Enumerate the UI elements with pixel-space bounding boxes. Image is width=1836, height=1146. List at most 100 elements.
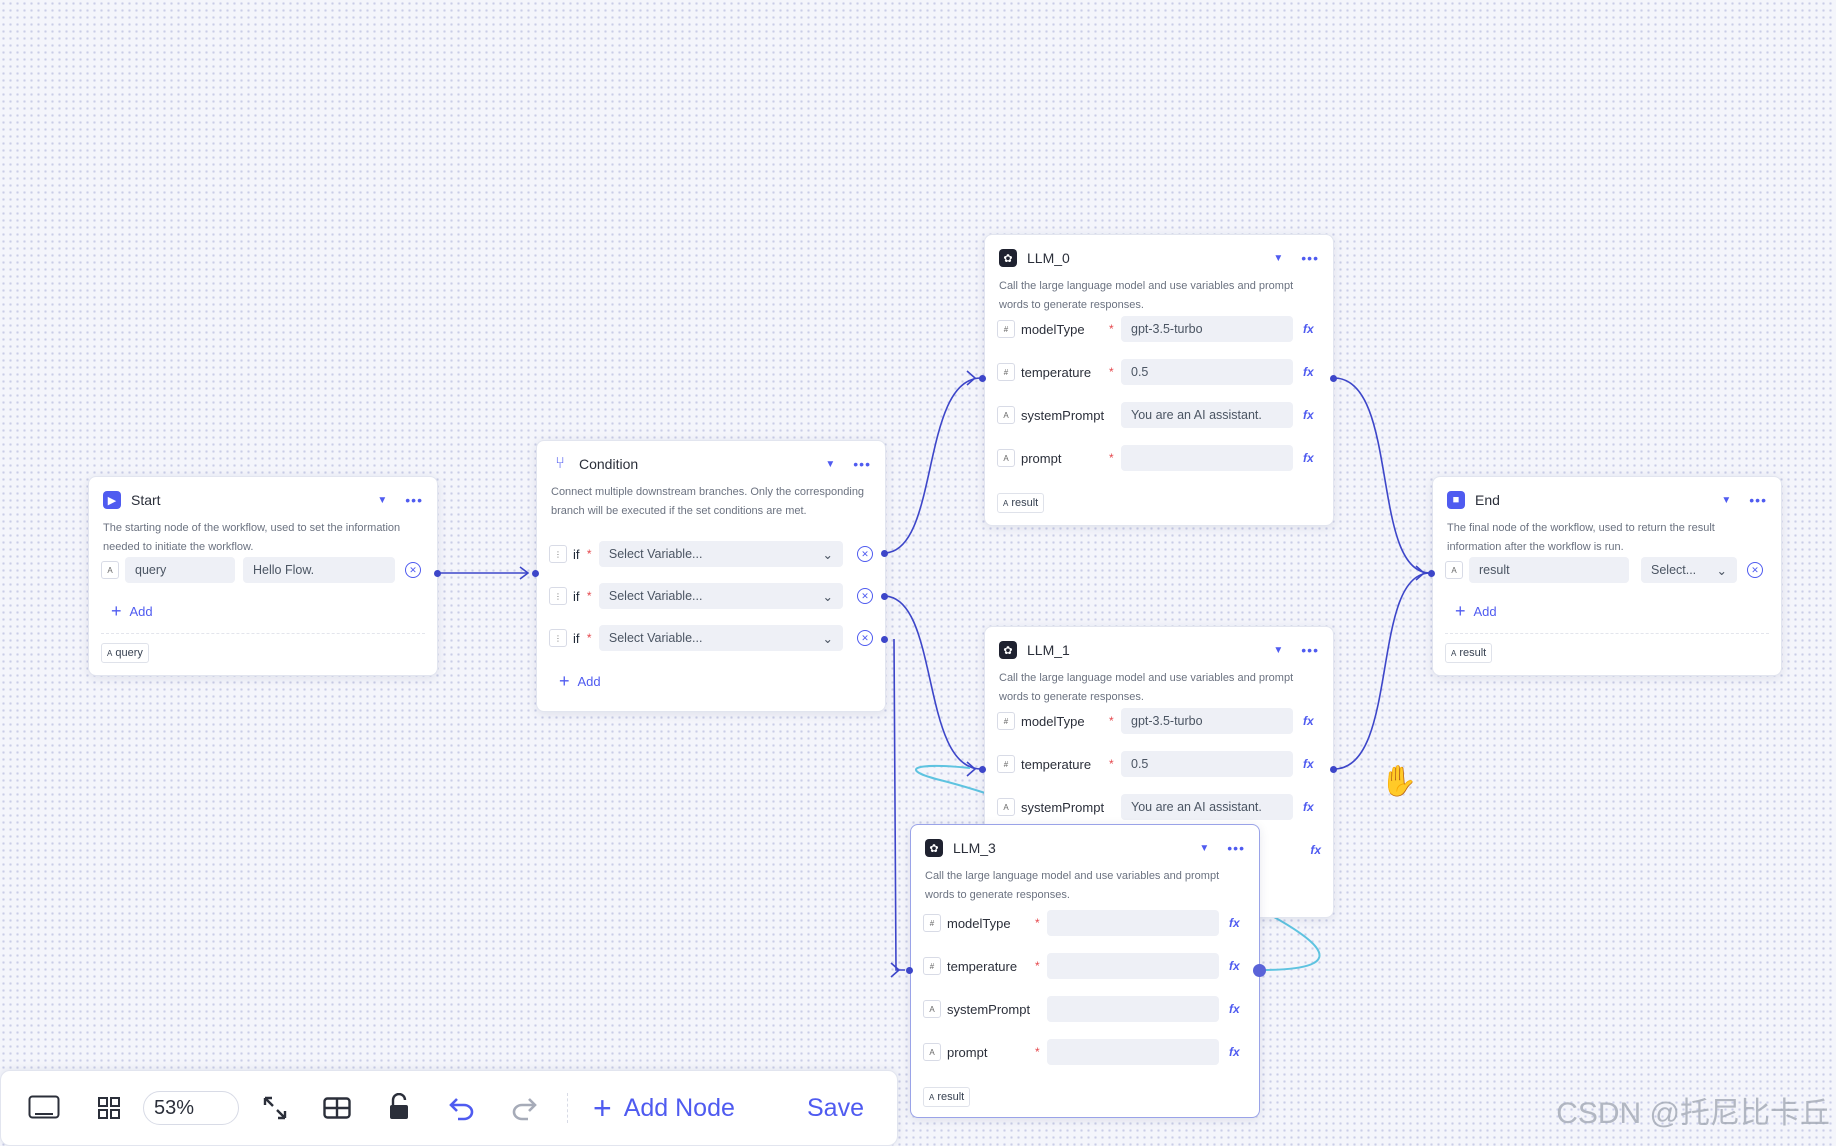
variable-value-input[interactable]: Hello Flow.	[243, 557, 395, 583]
system-prompt-input[interactable]	[1047, 996, 1219, 1022]
model-type-input[interactable]	[1047, 910, 1219, 936]
condition-branch-0-handle[interactable]	[881, 550, 888, 557]
collapse-icon[interactable]: ▼	[377, 494, 388, 506]
llm0-input-handle[interactable]	[979, 375, 986, 382]
node-title: LLM_3	[953, 840, 996, 856]
zoom-input[interactable]: 53%	[143, 1091, 239, 1125]
text-type-icon: A	[1445, 561, 1463, 579]
output-tag-label: result	[1459, 647, 1487, 659]
llm0-output-handle[interactable]	[1330, 375, 1337, 382]
openai-icon: ✿	[999, 249, 1017, 267]
end-node[interactable]: ■ End ▼ ••• The final node of the workfl…	[1432, 476, 1782, 676]
temperature-input[interactable]	[1047, 953, 1219, 979]
add-node-button[interactable]: + Add Node	[593, 1089, 735, 1127]
function-icon[interactable]: fx	[1303, 322, 1314, 336]
collapse-icon[interactable]: ▼	[1721, 494, 1732, 506]
node-title: End	[1475, 492, 1500, 508]
function-icon[interactable]: fx	[1229, 1002, 1240, 1016]
text-type-icon: A	[997, 406, 1015, 424]
remove-icon[interactable]: ✕	[405, 562, 421, 578]
function-icon[interactable]: fx	[1229, 916, 1240, 930]
drag-handle-icon[interactable]: ⋮	[549, 545, 567, 563]
more-icon[interactable]: •••	[1749, 492, 1767, 508]
remove-icon[interactable]: ✕	[1747, 562, 1763, 578]
more-icon[interactable]: •••	[1227, 840, 1245, 856]
function-icon[interactable]: fx	[1303, 408, 1314, 422]
more-icon[interactable]: •••	[1301, 250, 1319, 266]
remove-icon[interactable]: ✕	[857, 588, 873, 604]
start-node[interactable]: ▶ Start ▼ ••• The starting node of the w…	[88, 476, 438, 676]
select-variable-dropdown[interactable]: Select Variable... ⌄	[598, 583, 843, 609]
fit-view-button[interactable]	[259, 1093, 291, 1123]
required-mark: *	[1109, 322, 1114, 336]
llm3-output-handle[interactable]	[1253, 964, 1266, 977]
bottom-toolbar: 53% + Add Node Save	[0, 1070, 898, 1146]
save-button[interactable]: Save	[807, 1089, 864, 1127]
llm3-node[interactable]: ✿ LLM_3 ▼ ••• Call the large language mo…	[910, 824, 1260, 1118]
end-input-handle[interactable]	[1428, 570, 1435, 577]
node-description: Connect multiple downstream branches. On…	[551, 486, 865, 517]
llm0-node[interactable]: ✿ LLM_0 ▼ ••• Call the large language mo…	[984, 234, 1334, 526]
prompt-input[interactable]	[1047, 1039, 1219, 1065]
layout-button[interactable]	[95, 1093, 123, 1123]
llm1-input-handle[interactable]	[979, 766, 986, 773]
llm3-input-handle[interactable]	[906, 967, 913, 974]
param-name: systemPrompt	[1021, 799, 1105, 815]
required-mark: *	[1109, 757, 1114, 771]
function-icon[interactable]: fx	[1229, 1045, 1240, 1059]
variable-name-input[interactable]: query	[125, 557, 235, 583]
llm1-output-handle[interactable]	[1330, 766, 1337, 773]
model-type-input[interactable]: gpt-3.5-turbo	[1121, 316, 1293, 342]
enum-type-icon: #	[923, 914, 941, 932]
select-variable-dropdown[interactable]: Select Variable... ⌄	[598, 625, 843, 651]
required-mark: *	[1035, 959, 1040, 973]
function-icon[interactable]: fx	[1303, 365, 1314, 379]
system-prompt-input[interactable]: You are an AI assistant.	[1121, 794, 1293, 820]
variable-select-dropdown[interactable]: Select... ⌄	[1641, 557, 1737, 583]
function-icon[interactable]: fx	[1303, 757, 1314, 771]
collapse-icon[interactable]: ▼	[1273, 644, 1284, 656]
prompt-input[interactable]	[1121, 445, 1293, 471]
function-icon[interactable]: fx	[1310, 843, 1321, 857]
more-icon[interactable]: •••	[1301, 642, 1319, 658]
function-icon[interactable]: fx	[1303, 451, 1314, 465]
model-type-input[interactable]: gpt-3.5-turbo	[1121, 708, 1293, 734]
redo-button[interactable]	[509, 1093, 539, 1123]
minimap-toggle-button[interactable]	[27, 1093, 61, 1123]
remove-icon[interactable]: ✕	[857, 630, 873, 646]
drag-handle-icon[interactable]: ⋮	[549, 587, 567, 605]
collapse-icon[interactable]: ▼	[825, 458, 836, 470]
condition-node[interactable]: ⑂ Condition ▼ ••• Connect multiple downs…	[536, 440, 886, 712]
table-view-button[interactable]	[321, 1093, 353, 1123]
drag-handle-icon[interactable]: ⋮	[549, 629, 567, 647]
text-type-icon: A	[923, 1043, 941, 1061]
param-name: temperature	[1021, 364, 1092, 380]
function-icon[interactable]: fx	[1303, 714, 1314, 728]
add-condition-button[interactable]: + Add	[559, 671, 601, 692]
more-icon[interactable]: •••	[853, 456, 871, 472]
select-variable-dropdown[interactable]: Select Variable... ⌄	[598, 541, 843, 567]
start-output-handle[interactable]	[434, 570, 441, 577]
param-name: modelType	[1021, 713, 1085, 729]
arrow-into-end	[1415, 565, 1426, 581]
more-icon[interactable]: •••	[405, 492, 423, 508]
lock-button[interactable]	[385, 1091, 413, 1123]
condition-branch-2-handle[interactable]	[881, 636, 888, 643]
condition-input-handle[interactable]	[532, 570, 539, 577]
condition-branch-1-handle[interactable]	[881, 593, 888, 600]
variable-name-input[interactable]: result	[1469, 557, 1629, 583]
collapse-icon[interactable]: ▼	[1199, 842, 1210, 854]
system-prompt-input[interactable]: You are an AI assistant.	[1121, 402, 1293, 428]
collapse-icon[interactable]: ▼	[1273, 252, 1284, 264]
node-title: Condition	[579, 456, 639, 472]
remove-icon[interactable]: ✕	[857, 546, 873, 562]
add-variable-button[interactable]: + Add	[111, 601, 153, 622]
function-icon[interactable]: fx	[1303, 800, 1314, 814]
temperature-input[interactable]: 0.5	[1121, 359, 1293, 385]
function-icon[interactable]: fx	[1229, 959, 1240, 973]
undo-button[interactable]	[447, 1093, 477, 1123]
param-name: systemPrompt	[1021, 407, 1105, 423]
required-mark: *	[586, 589, 592, 603]
temperature-input[interactable]: 0.5	[1121, 751, 1293, 777]
add-variable-button[interactable]: + Add	[1455, 601, 1497, 622]
